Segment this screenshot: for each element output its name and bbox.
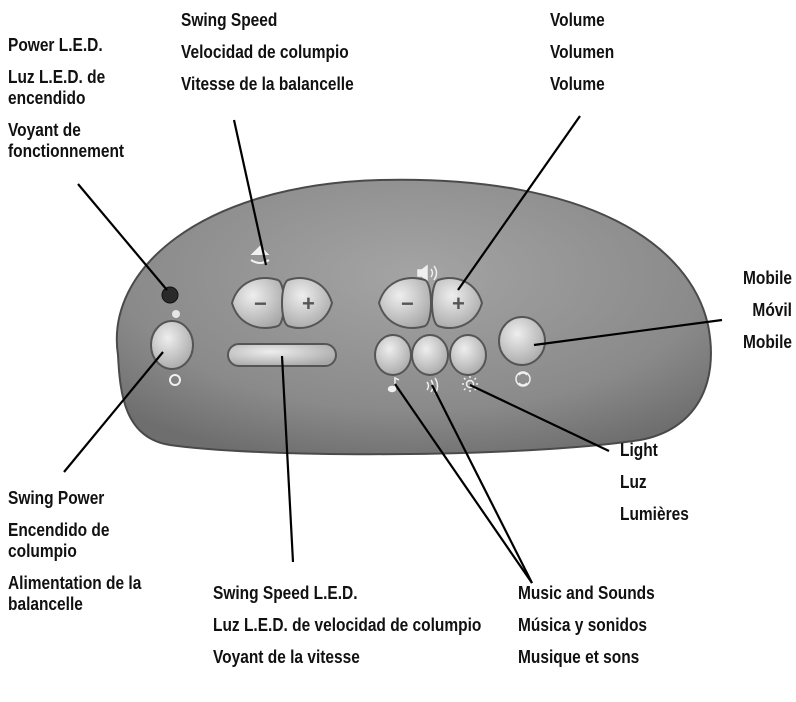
label-light-es: Luz xyxy=(620,472,723,493)
label-mobile-en: Mobile xyxy=(706,268,792,289)
label-swing-power: Swing Power Encendido de columpio Alimen… xyxy=(8,488,163,615)
light-button[interactable] xyxy=(450,335,486,375)
label-swing-power-fr: Alimentation de la balancelle xyxy=(8,573,159,615)
label-swing-power-en: Swing Power xyxy=(8,488,163,509)
power-led xyxy=(162,287,178,303)
minus-symbol: − xyxy=(401,291,414,316)
mobile-button[interactable] xyxy=(499,317,545,365)
label-swing-speed-led-es: Luz L.E.D. de velocidad de columpio xyxy=(213,615,488,636)
swing-power-button[interactable] xyxy=(151,321,193,369)
label-light-fr: Lumières xyxy=(620,504,723,525)
label-light: Light Luz Lumières xyxy=(620,440,723,525)
power-indicator-dot xyxy=(172,310,180,318)
label-swing-speed-led-fr: Voyant de la vitesse xyxy=(213,647,497,668)
label-volume-en: Volume xyxy=(550,10,679,31)
label-mobile-fr: Mobile xyxy=(706,332,792,353)
plus-symbol: + xyxy=(302,291,315,316)
label-volume-es: Volumen xyxy=(550,42,679,63)
label-swing-speed-led: Swing Speed L.E.D. Luz L.E.D. de velocid… xyxy=(213,583,497,668)
label-swing-speed-en: Swing Speed xyxy=(181,10,439,31)
label-swing-speed-es: Velocidad de columpio xyxy=(181,42,439,63)
label-swing-speed-fr: Vitesse de la balancelle xyxy=(181,74,439,95)
label-swing-power-es: Encendido de columpio xyxy=(8,520,137,562)
label-power-led-es: Luz L.E.D. de encendido xyxy=(8,67,111,109)
label-swing-speed: Swing Speed Velocidad de columpio Vitess… xyxy=(181,10,439,95)
plus-symbol: + xyxy=(452,291,465,316)
music-button[interactable] xyxy=(375,335,411,375)
minus-symbol: − xyxy=(254,291,267,316)
label-light-en: Light xyxy=(620,440,723,461)
label-music-sounds: Music and Sounds Música y sonidos Musiqu… xyxy=(518,583,733,668)
leader-power-led xyxy=(78,184,167,290)
label-music-sounds-fr: Musique et sons xyxy=(518,647,733,668)
label-music-sounds-en: Music and Sounds xyxy=(518,583,733,604)
label-music-sounds-es: Música y sonidos xyxy=(518,615,733,636)
label-volume: Volume Volumen Volume xyxy=(550,10,679,95)
label-swing-speed-led-en: Swing Speed L.E.D. xyxy=(213,583,497,604)
label-volume-fr: Volume xyxy=(550,74,679,95)
label-mobile-es: Móvil xyxy=(706,300,792,321)
sounds-button[interactable] xyxy=(412,335,448,375)
label-power-led: Power L.E.D. Luz L.E.D. de encendido Voy… xyxy=(8,35,171,162)
label-power-led-fr: Voyant de fonctionnement xyxy=(8,120,137,162)
label-power-led-en: Power L.E.D. xyxy=(8,35,171,56)
label-mobile: Mobile Móvil Mobile xyxy=(706,268,792,353)
